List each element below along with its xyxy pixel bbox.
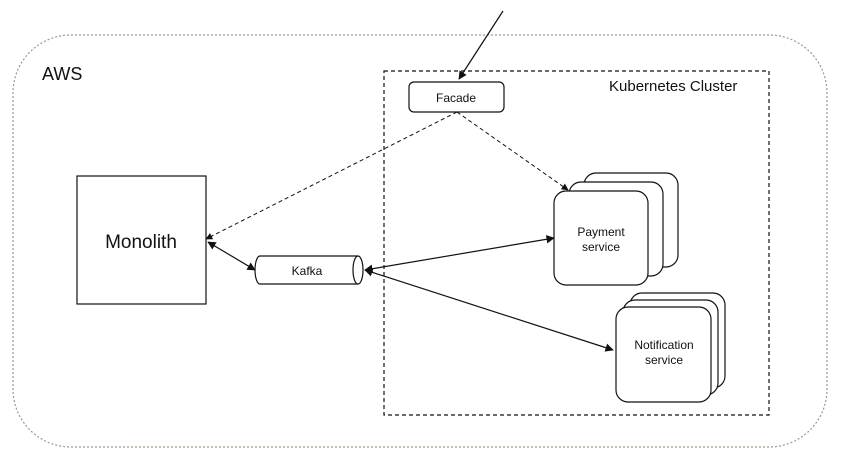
facade-node: Facade bbox=[408, 81, 505, 113]
monolith-kafka-arrow bbox=[207, 241, 256, 271]
monolith-node: Monolith bbox=[76, 175, 207, 305]
kafka-payment-arrow bbox=[364, 235, 555, 273]
kafka-notification-arrow bbox=[364, 268, 614, 352]
aws-label: AWS bbox=[42, 64, 82, 84]
notification-service-label-line2: service bbox=[645, 353, 683, 367]
payment-service-node: Payment service bbox=[553, 172, 679, 286]
notification-service-node: Notification service bbox=[615, 292, 726, 403]
kubernetes-cluster-boundary bbox=[383, 70, 770, 416]
aws-boundary bbox=[12, 34, 828, 448]
kubernetes-cluster-label: Kubernetes Cluster bbox=[609, 78, 737, 95]
kafka-label: Kafka bbox=[292, 264, 323, 278]
facade-label: Facade bbox=[436, 91, 476, 105]
kafka-node: Kafka bbox=[254, 255, 364, 285]
facade-to-payment-arrow bbox=[456, 111, 569, 191]
incoming-request-arrow bbox=[458, 10, 504, 80]
payment-service-label-line1: Payment bbox=[577, 225, 625, 239]
payment-service-label-line2: service bbox=[582, 240, 620, 254]
facade-to-monolith-arrow bbox=[205, 111, 458, 240]
monolith-label: Monolith bbox=[105, 232, 177, 253]
notification-service-label-line1: Notification bbox=[634, 338, 693, 352]
